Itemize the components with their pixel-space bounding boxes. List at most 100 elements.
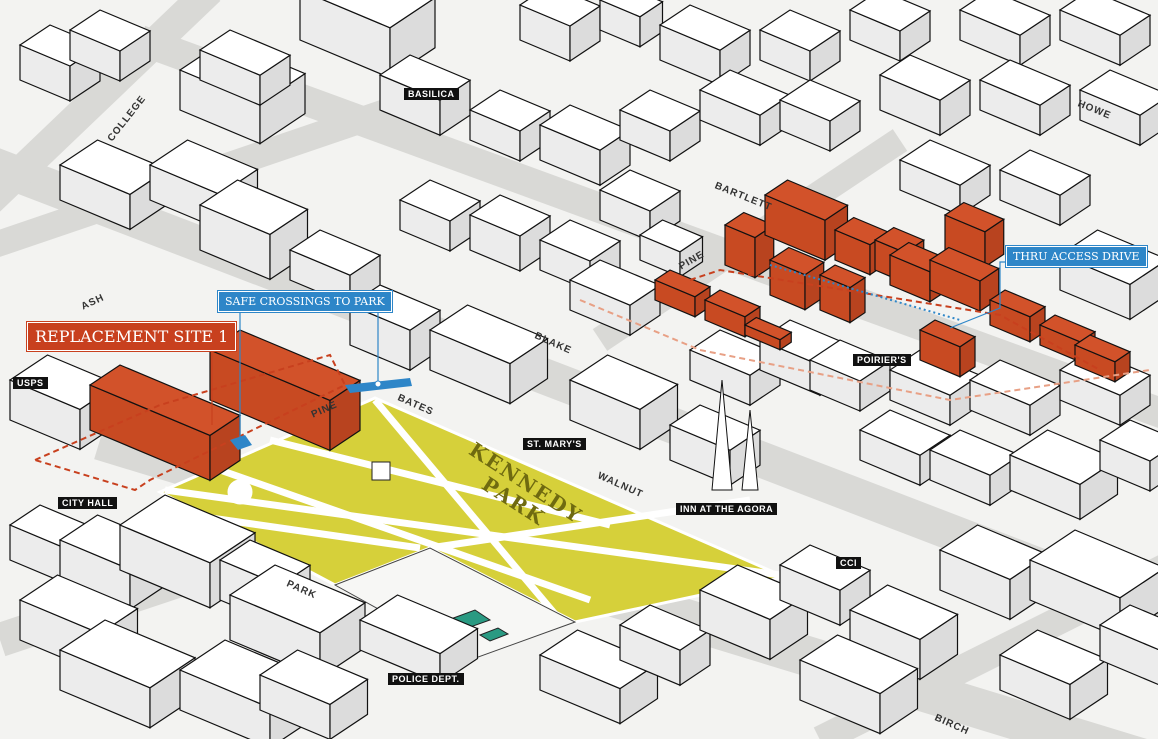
building-roof: [288, 229, 382, 276]
building-roof: [638, 219, 704, 253]
building-white: [598, 0, 664, 48]
building-white: [638, 219, 704, 278]
building-roof: [538, 219, 622, 262]
building-roof: [148, 139, 259, 196]
building-white: [428, 304, 549, 405]
building-roof: [118, 494, 257, 564]
overlays: [32, 261, 1151, 492]
building-roof: [1058, 0, 1152, 36]
building-white: [998, 149, 1092, 227]
building-roof: [703, 289, 762, 318]
building-white: [1008, 429, 1119, 521]
building-roof: [943, 201, 1006, 233]
building-roof: [468, 89, 552, 132]
building-face-side: [1149, 454, 1158, 493]
building-roof: [598, 0, 664, 18]
park-path: [372, 397, 563, 623]
building-face-front: [1099, 624, 1158, 686]
leader-thru: [949, 261, 1010, 329]
thru-access-callout: THRU ACCESS DRIVE: [1005, 245, 1148, 268]
building-white: [538, 104, 632, 187]
building-roof: [1028, 529, 1158, 599]
building-roof: [768, 246, 826, 276]
building-roof: [778, 79, 862, 122]
building-roof: [228, 564, 367, 634]
building-white: [299, 0, 436, 79]
building-roof: [778, 544, 872, 591]
building-roof: [958, 0, 1052, 36]
building-face-side: [1129, 265, 1158, 321]
building-white: [778, 544, 872, 627]
label-basilica: BASILICA: [404, 88, 459, 100]
building-roof: [918, 319, 977, 348]
safe-crossings-callout: SAFE CROSSINGS TO PARK: [217, 290, 393, 313]
park-circle: [227, 479, 253, 505]
building-white: [258, 649, 369, 739]
building-roof: [398, 179, 482, 222]
building-white: [358, 594, 479, 685]
building-roof: [358, 594, 479, 655]
building-roof: [878, 54, 972, 101]
building-white: [798, 634, 919, 735]
building-white: [198, 29, 292, 107]
building-orange: [743, 316, 793, 351]
building-white: [518, 0, 602, 63]
building-face-side: [1139, 102, 1158, 147]
church-spire-2: [741, 409, 759, 491]
building-white: [1058, 0, 1152, 67]
label-cci: CCI: [836, 557, 861, 569]
leader-dot: [374, 380, 382, 388]
road-college: [0, 0, 221, 212]
building-roof: [68, 9, 152, 52]
pool-small: [478, 627, 510, 642]
building-roof: [598, 169, 682, 212]
site-boundary-1: [32, 353, 347, 492]
building-roof: [1038, 314, 1097, 343]
label-police-dept: POLICE DEPT.: [388, 673, 464, 685]
building-roof: [998, 149, 1092, 196]
building-orange: [88, 364, 242, 482]
building-white: [878, 54, 972, 137]
building-roof: [928, 246, 1001, 282]
building-face-side: [389, 0, 436, 79]
label-usps: USPS: [13, 377, 48, 389]
building-roof: [653, 269, 712, 298]
building-white: [758, 9, 842, 83]
building-white: [198, 179, 309, 281]
building-roof: [198, 179, 309, 236]
building-white: [68, 9, 152, 83]
building-white: [1098, 419, 1158, 493]
building-roof: [658, 4, 752, 51]
building-orange: [918, 319, 977, 378]
building-orange: [723, 211, 776, 279]
building-white: [618, 604, 712, 687]
building-roof: [818, 264, 867, 289]
gazebo: [371, 461, 391, 481]
building-roof: [428, 304, 549, 365]
building-white: [618, 89, 702, 163]
building-roof: [763, 179, 849, 221]
replacement-site-callout: REPLACEMENT SITE 1: [25, 321, 238, 352]
crosswalk-1: [230, 435, 252, 450]
kennedy-park: [156, 396, 790, 661]
building-white: [1098, 604, 1158, 686]
building-roof: [668, 404, 762, 451]
building-roof: [1078, 69, 1158, 116]
site-boundary-3: [579, 299, 1151, 402]
buildings: [8, 0, 1158, 739]
building-white: [538, 629, 659, 725]
park-path: [189, 511, 421, 552]
building-roof: [978, 59, 1072, 106]
label-st-marys: ST. MARY'S: [523, 438, 586, 450]
building-roof: [743, 316, 793, 341]
building-roof: [898, 139, 992, 186]
building-roof: [848, 0, 932, 32]
building-roof: [848, 584, 959, 641]
building-white: [958, 0, 1052, 67]
label-city-hall: CITY HALL: [58, 497, 118, 509]
church-spire: [711, 379, 733, 491]
park-path: [164, 486, 781, 579]
building-roof: [18, 574, 139, 635]
